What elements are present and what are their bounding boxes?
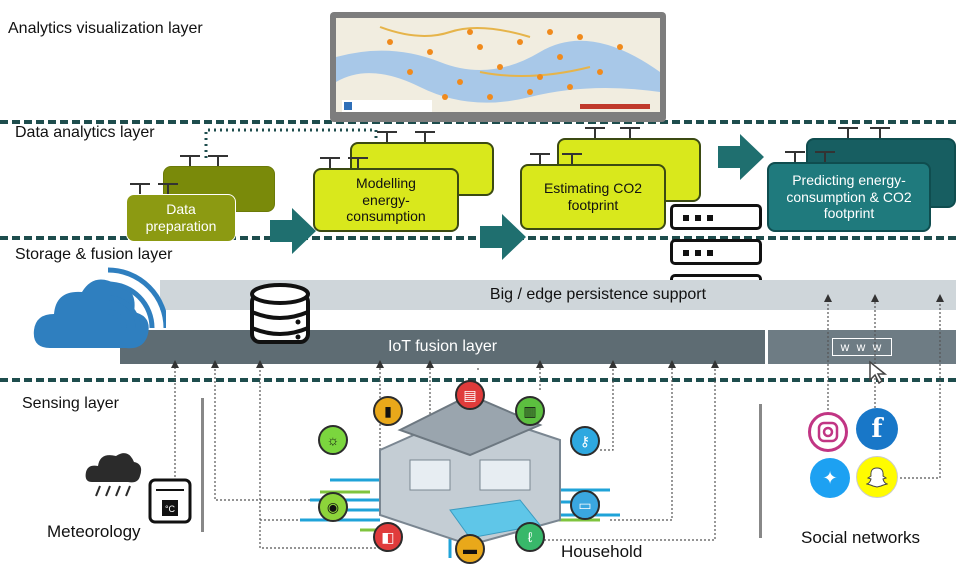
social-networks-label: Social networks <box>801 528 921 547</box>
layer-label-visualization: Analytics visualization layer <box>8 20 203 37</box>
data-preparation-label: Data preparation <box>145 201 217 234</box>
meteorology-label: Meteorology <box>47 522 141 541</box>
radiator-icon: ▥ <box>515 396 545 426</box>
snapchat-icon <box>856 456 898 498</box>
iot-fusion-label: IoT fusion layer <box>387 338 498 355</box>
flow-arrow-3 <box>718 134 764 180</box>
estimating-label: Estimating CO2 footprint <box>543 180 643 213</box>
twitter-icon: ✦ <box>810 458 850 498</box>
divider-meteorology <box>201 398 204 532</box>
cursor-icon <box>869 360 888 385</box>
flow-arrow-2 <box>480 214 526 260</box>
key-icon: ⚷ <box>570 426 600 456</box>
iot-fusion-bar: IoT fusion layer <box>120 330 765 364</box>
flow-arrow-1 <box>270 208 316 254</box>
divider-social <box>759 404 762 538</box>
separator-storage-sensing <box>0 378 956 382</box>
layer-label-storage: Storage & fusion layer <box>15 246 173 263</box>
predicting-label: Predicting energy-consumption & CO2 foot… <box>786 171 912 222</box>
wifi-signal-icon <box>107 267 166 329</box>
separator-visualization-analytics <box>0 120 956 124</box>
instagram-icon <box>808 412 848 452</box>
camera-icon: ◧ <box>373 522 403 552</box>
estimating-card[interactable]: Estimating CO2 footprint <box>520 164 666 230</box>
smart-meter-icon: ▮ <box>373 396 403 426</box>
data-preparation-card[interactable]: Data preparation <box>126 194 236 242</box>
layer-label-sensing: Sensing layer <box>22 395 119 412</box>
layer-label-analytics: Data analytics layer <box>15 124 155 141</box>
modelling-label: Modelling energy-consumption <box>346 174 426 225</box>
monitor-icon: ▭ <box>570 490 600 520</box>
separator-analytics-storage <box>0 236 956 240</box>
map-icon <box>336 18 660 112</box>
predicting-card[interactable]: Predicting energy-consumption & CO2 foot… <box>767 162 931 232</box>
weather-icon <box>85 453 142 497</box>
modelling-card[interactable]: Modelling energy-consumption <box>313 168 459 232</box>
light-bulb-icon: ☼ <box>318 425 348 455</box>
facebook-icon: f <box>856 408 898 450</box>
cloud-icon <box>33 279 149 349</box>
database-icon <box>250 283 310 344</box>
household-label: Household <box>561 542 643 561</box>
thermometer-icon: °C <box>148 478 192 524</box>
dashboard-map <box>330 12 666 122</box>
couch-icon: ▬ <box>455 534 485 564</box>
svg-text:°C: °C <box>165 504 176 514</box>
social-fusion-bar: w w w <box>768 330 956 364</box>
appliance-icon: ▤ <box>455 380 485 410</box>
persistence-label: Big / edge persistence support <box>489 286 707 303</box>
washing-machine-icon: ◉ <box>318 492 348 522</box>
thermostat-icon: ℓ <box>515 522 545 552</box>
www-box: w w w <box>831 338 893 356</box>
